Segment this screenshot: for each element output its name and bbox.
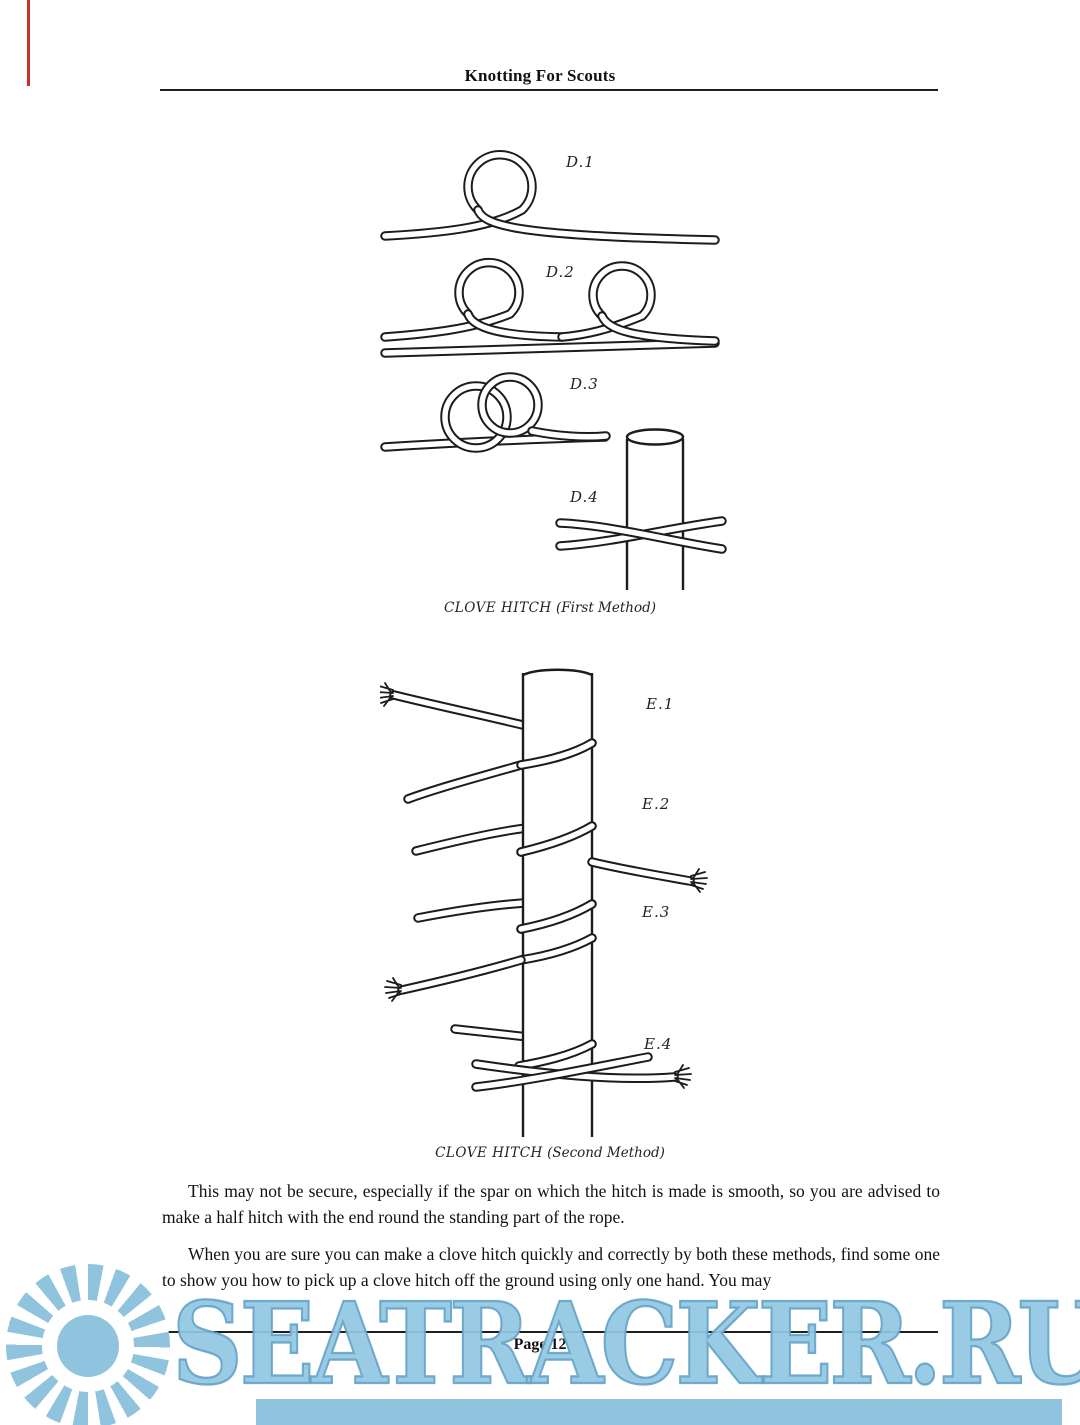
figure-label-d4: D.4 [569,488,599,506]
paragraph: This may not be secure, especially if th… [162,1181,940,1228]
figure-label-d3: D.3 [569,375,599,393]
clove-hitch-second-method-drawing: E.1 E.2 E.3 E.4 [376,668,708,1137]
footer-rule [160,1331,938,1333]
watermark-underline-bar [256,1399,1062,1425]
body-text: This may not be secure, especially if th… [162,1178,940,1303]
figure-label-e4: E.4 [643,1035,672,1053]
figure1-caption-title: CLOVE HITCH [443,600,552,616]
page-edge-mark [27,0,30,86]
figure2-caption: CLOVE HITCH (Second Method) [320,1145,780,1161]
knot-diagram-d1 [385,155,715,240]
knot-diagram-d3 [385,372,606,453]
figure-label-d1: D.1 [565,153,595,171]
figure1-caption-method: (First Method) [556,600,657,616]
paragraph: When you are sure you can make a clove h… [162,1243,940,1290]
watermark-text: SEATRACKER.RU [171,1278,1080,1411]
clove-hitch-first-method-figure: D.1 D.2 D.3 D.4 [370,140,730,595]
figure1-caption: CLOVE HITCH (First Method) [320,600,780,616]
page-number: Page 12 [513,1336,567,1353]
page-header-title: Knotting For Scouts [464,66,616,85]
figure2-caption-title: CLOVE HITCH [435,1145,543,1161]
figure-label-e2: E.2 [641,795,670,813]
sun-logo-icon [6,1264,170,1425]
clove-hitch-second-method-figure: E.1 E.2 E.3 E.4 [376,665,710,1140]
figure-label-e1: E.1 [645,695,674,713]
header-rule [160,89,938,91]
figure-label-e3: E.3 [641,903,670,921]
knot-diagram-d4 [560,428,722,590]
clove-hitch-first-method-drawing: D.1 D.2 D.3 D.4 [370,140,730,590]
figure2-caption-method: (Second Method) [547,1145,665,1161]
figure-label-d2: D.2 [545,263,575,281]
